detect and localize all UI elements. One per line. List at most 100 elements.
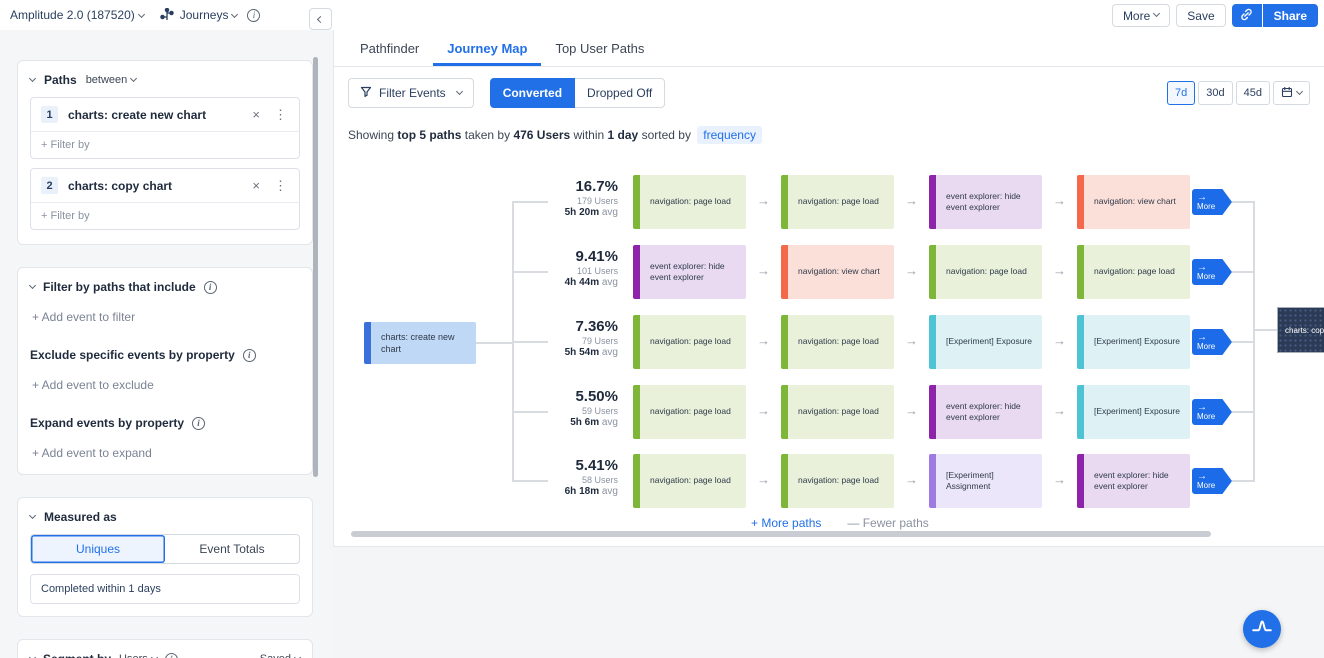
path-percent: 9.41% <box>575 248 618 265</box>
left-panel: Paths between 1 charts: create new chart… <box>0 30 333 658</box>
event-node[interactable]: navigation: page load <box>633 315 746 369</box>
range-7d[interactable]: 7d <box>1167 81 1196 105</box>
event-totals-option[interactable]: Event Totals <box>199 542 265 556</box>
add-event-to-exclude-link[interactable]: + Add event to exclude <box>32 378 154 392</box>
event-node[interactable]: navigation: view chart <box>1077 175 1190 229</box>
range-45d[interactable]: 45d <box>1235 81 1270 105</box>
event-name[interactable]: charts: copy chart <box>68 178 173 193</box>
event-node[interactable]: navigation: page load <box>781 315 894 369</box>
event-node[interactable]: [Experiment] Exposure <box>1077 385 1190 439</box>
event-node-label: [Experiment] Exposure <box>1094 406 1180 417</box>
kebab-menu-icon[interactable] <box>272 107 289 123</box>
event-node-label: event explorer: hide event explorer <box>1094 469 1169 491</box>
filter-events-button[interactable]: Filter Events <box>348 78 474 108</box>
event-node[interactable]: navigation: page load <box>633 175 746 229</box>
event-node[interactable]: event explorer: hide event explorer <box>929 175 1042 229</box>
sidebar-scrollbar[interactable] <box>313 57 318 477</box>
collapse-section-icon[interactable] <box>28 511 37 519</box>
event-node[interactable]: navigation: page load <box>633 385 746 439</box>
arrow-icon <box>1047 263 1072 278</box>
sidebar-collapse-button[interactable] <box>309 8 332 30</box>
add-event-to-expand-link[interactable]: + Add event to expand <box>32 446 152 460</box>
event-node[interactable]: navigation: page load <box>929 245 1042 299</box>
arrow-icon <box>899 472 924 487</box>
event-node[interactable]: navigation: page load <box>781 454 894 508</box>
chevron-down-icon <box>150 653 158 658</box>
converted-option[interactable]: Converted <box>489 78 576 108</box>
info-icon[interactable] <box>247 8 261 22</box>
event-node[interactable]: navigation: page load <box>1077 245 1190 299</box>
saved-dropdown[interactable]: Saved <box>260 653 302 658</box>
more-button[interactable]: More <box>1192 329 1232 355</box>
filter-by-link[interactable]: + Filter by <box>31 131 299 158</box>
more-button[interactable]: More <box>1192 259 1232 285</box>
info-icon[interactable] <box>192 416 206 430</box>
add-event-to-filter-link[interactable]: + Add event to filter <box>32 310 136 324</box>
path-users: 58 Users <box>581 475 618 485</box>
paths-mode-dropdown[interactable]: between <box>86 74 138 86</box>
event-node[interactable]: navigation: view chart <box>781 245 894 299</box>
completed-within-field[interactable]: Completed within 1 days <box>30 574 300 604</box>
collapse-section-icon[interactable] <box>28 74 37 82</box>
filter-by-link[interactable]: + Filter by <box>31 202 299 229</box>
event-node[interactable]: navigation: page load <box>633 454 746 508</box>
arrow-right-icon <box>1197 194 1207 202</box>
chevron-down-icon <box>1295 87 1304 95</box>
arrow-icon <box>899 193 924 208</box>
tab-pathfinder[interactable]: Pathfinder <box>360 40 420 56</box>
event-node[interactable]: [Experiment] Exposure <box>929 315 1042 369</box>
chevron-down-icon <box>130 74 138 83</box>
event-name[interactable]: charts: create new chart <box>68 107 207 122</box>
close-icon[interactable] <box>250 107 262 122</box>
uniques-option[interactable]: Uniques <box>31 535 165 563</box>
share-button[interactable]: Share <box>1262 4 1318 27</box>
connector-line <box>1232 201 1255 203</box>
event-node[interactable]: event explorer: hide event explorer <box>1077 454 1190 508</box>
end-event-node[interactable]: charts: copy chart <box>1277 307 1324 353</box>
copy-link-button[interactable] <box>1231 4 1262 27</box>
tab-top-user-paths[interactable]: Top User Paths <box>555 40 645 56</box>
save-button[interactable]: Save <box>1176 4 1226 27</box>
dropped-off-option[interactable]: Dropped Off <box>575 78 666 108</box>
amplitude-assistant-button[interactable] <box>1243 610 1281 648</box>
more-button[interactable]: More <box>1192 468 1232 494</box>
event-node-label: navigation: page load <box>798 475 879 486</box>
range-30d[interactable]: 30d <box>1198 81 1233 105</box>
info-icon[interactable] <box>164 652 178 658</box>
collapse-section-icon[interactable] <box>28 281 37 289</box>
expand-title: Expand events by property <box>30 416 185 430</box>
close-icon[interactable] <box>250 178 262 193</box>
event-node[interactable]: navigation: page load <box>781 385 894 439</box>
event-node-label: navigation: page load <box>650 475 731 486</box>
event-node[interactable]: [Experiment] Assignment <box>929 454 1042 508</box>
event-node[interactable]: event explorer: hide event explorer <box>929 385 1042 439</box>
app-selector[interactable]: Journeys <box>180 8 239 22</box>
sort-by-chip[interactable]: frequency <box>697 126 762 144</box>
start-event-node[interactable]: charts: create new chart <box>364 322 476 364</box>
segment-entity-dropdown[interactable]: Users <box>119 653 158 658</box>
more-button[interactable]: More <box>1192 189 1232 215</box>
calendar-dropdown[interactable] <box>1273 81 1310 105</box>
event-node[interactable]: navigation: page load <box>781 175 894 229</box>
tab-journey-map[interactable]: Journey Map <box>433 30 541 66</box>
info-icon[interactable] <box>242 348 256 362</box>
event-node-label: navigation: page load <box>650 336 731 347</box>
path-event-2: 2 charts: copy chart + Filter by <box>30 168 300 230</box>
fewer-paths-button[interactable]: — Fewer paths <box>847 516 929 530</box>
event-node-label: [Experiment] Assignment <box>946 469 994 491</box>
kebab-menu-icon[interactable] <box>272 178 289 194</box>
event-node-label: navigation: view chart <box>798 266 880 277</box>
horizontal-scrollbar[interactable] <box>351 531 1211 537</box>
measured-as-card: Measured as Uniques Event Totals Complet… <box>17 497 313 617</box>
project-selector[interactable]: Amplitude 2.0 (187520) <box>10 8 145 22</box>
event-node[interactable]: event explorer: hide event explorer <box>633 245 746 299</box>
collapse-section-icon[interactable] <box>28 653 37 658</box>
more-paths-button[interactable]: + More paths <box>751 516 822 530</box>
more-menu-button[interactable]: More <box>1111 4 1171 27</box>
more-button[interactable]: More <box>1192 399 1232 425</box>
info-icon[interactable] <box>203 280 217 294</box>
event-node[interactable]: [Experiment] Exposure <box>1077 315 1190 369</box>
event-node-label: navigation: view chart <box>1094 196 1176 207</box>
